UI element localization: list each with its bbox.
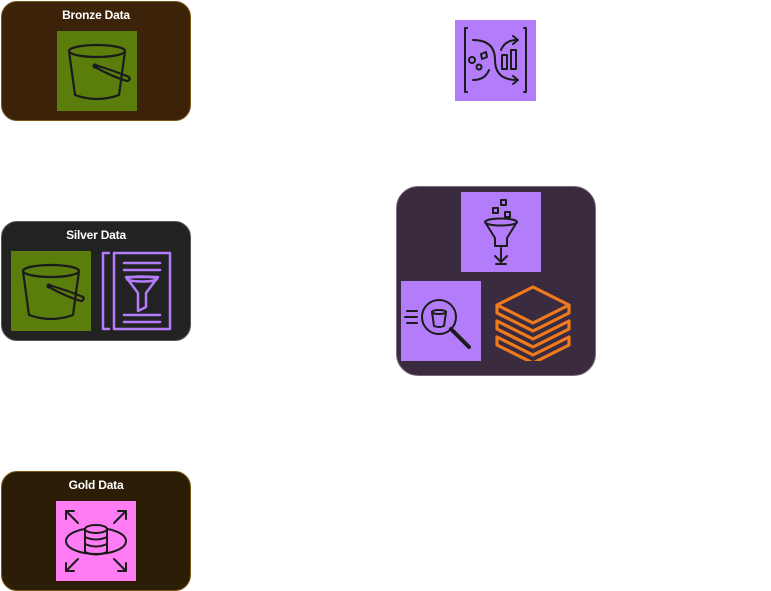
- gold-data-card: Gold Data: [1, 471, 191, 591]
- s3-bucket-icon: [11, 251, 91, 331]
- data-transform-icon: [455, 20, 536, 101]
- database-scale-icon: [56, 501, 136, 581]
- processing-group-card: [396, 186, 596, 376]
- filter-document-icon: [101, 251, 175, 331]
- databricks-layers-icon: [493, 281, 573, 361]
- card-title: Bronze Data: [62, 8, 130, 22]
- s3-bucket-icon: [57, 31, 137, 111]
- funnel-icon: [461, 192, 541, 272]
- bucket-search-icon: [401, 281, 481, 361]
- card-title: Silver Data: [66, 228, 126, 242]
- card-title: Gold Data: [68, 478, 124, 492]
- silver-data-card: Silver Data: [1, 221, 191, 341]
- bronze-data-card: Bronze Data: [1, 1, 191, 121]
